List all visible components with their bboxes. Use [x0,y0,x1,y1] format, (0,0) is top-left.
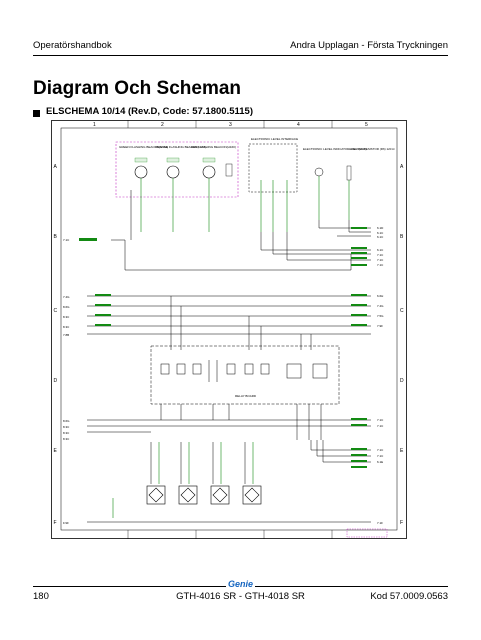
svg-text:7.4G: 7.4G [377,304,384,308]
revision-stamp [346,528,388,538]
svg-text:7.1C: 7.1C [377,448,384,452]
svg-text:6.1E: 6.1E [377,460,383,464]
schematic-frame [51,120,407,539]
wire-tags-top [79,227,367,266]
svg-text:7.1C: 7.1C [377,424,384,428]
left-tag-1: 7.1C [63,238,70,242]
column-label-5: 5 [365,122,368,128]
left-tag-7: 8.6G [63,419,70,423]
connector-leads [87,442,371,523]
svg-text:6.1D: 6.1D [377,226,384,230]
svg-text:7.1C: 7.1C [377,263,384,267]
svg-text:E: E [400,448,404,454]
green-wires-lower [112,442,254,518]
header-divider [33,55,448,56]
svg-text:A: A [400,164,404,170]
svg-text:7.1C: 7.1C [377,258,384,262]
footer-model: GTH-4016 SR - GTH-4018 SR [176,591,305,602]
footer-code: Kod 57.0009.0563 [370,591,448,602]
connector-symbols [146,485,262,505]
left-tag-9: 8.3C [63,431,70,435]
header-edition: Andra Upplagan - Första Tryckningen [290,40,448,51]
svg-text:7.1C: 7.1C [377,454,384,458]
column-label-4: 4 [297,122,300,128]
middle-bus [87,295,371,350]
electrical-schematic: 1 2 3 4 5 A B C D E F A B C D E F GREEN … [51,120,407,539]
svg-text:7.1C: 7.1C [377,253,384,257]
column-label-1: 1 [93,122,96,128]
lamp-label-red: RED FLASHING BEACON(H160) [191,145,236,149]
section-heading: ELSCHEMA 10/14 (Rev.D, Code: 57.1800.511… [46,106,253,117]
row-label-f: F [54,520,57,526]
svg-text:6.1C: 6.1C [377,235,384,239]
left-tag-11: F.9F [63,521,69,525]
svg-text:B: B [400,234,404,240]
section-bullet [33,110,40,117]
row-label-d: D [54,378,58,384]
svg-text:6.6H: 6.6H [377,294,383,298]
left-tag-6: 7.8B [63,333,69,337]
svg-text:F: F [400,520,403,526]
row-label-e: E [54,448,58,454]
left-tag-5: 8.3C [63,325,70,329]
wire-tags-lower [351,418,367,468]
svg-text:7.1C: 7.1C [377,418,384,422]
green-wires-top [140,176,350,232]
relay-components [160,360,328,382]
svg-text:6.1C: 6.1C [377,248,384,252]
row-label-c: C [54,308,58,314]
column-ticks [127,120,333,539]
resistor-label: LINE CAN RESISTOR (R6) 120 Ω [349,147,395,151]
right-tags: 6.1D 6.1C 6.1C 6.1C 7.1C 7.1C 7.1C 6.6H … [377,226,384,525]
beacon-group-box [115,141,239,198]
page-number: 180 [33,591,49,602]
schematic-inner-frame [60,127,398,531]
left-tag-2: 7.4G [63,295,70,299]
relay-board-label: RELAY BOARD [235,394,257,398]
left-tag-8: 8.3C [63,425,70,429]
svg-text:C: C [400,308,404,314]
relay-board-box [150,345,340,405]
left-tag-3: 8.6G [63,305,70,309]
svg-text:7.5G: 7.5G [377,314,384,318]
row-label-b: B [54,234,58,240]
svg-text:7.1F: 7.1F [377,521,383,525]
page-title: Diagram Och Scheman [33,78,242,99]
genie-logo: Genie [226,579,256,589]
lamp-label-orange: ORANGE FLASHING BEACON(H161) [155,145,207,149]
left-tag-4: 8.3C [63,315,70,319]
lamp-label-green: GREEN FLASHING BEACON(H162) [119,145,168,149]
interface-label: ELECTRONIC LEVEL INTERFACE [251,137,298,141]
svg-text:6.1C: 6.1C [377,231,384,235]
column-label-2: 2 [161,122,164,128]
wire-tags-middle [95,294,367,326]
column-label-3: 3 [229,122,232,128]
row-label-a: A [54,164,58,170]
header-manual-title: Operatörshandbok [33,40,112,51]
left-tag-10: 8.3C [63,437,70,441]
indicator-label: ELECTRONIC LEVEL INDICATOR LIGHT(H16) [303,147,367,151]
svg-text:7.9F: 7.9F [377,324,383,328]
svg-text:D: D [400,378,404,384]
